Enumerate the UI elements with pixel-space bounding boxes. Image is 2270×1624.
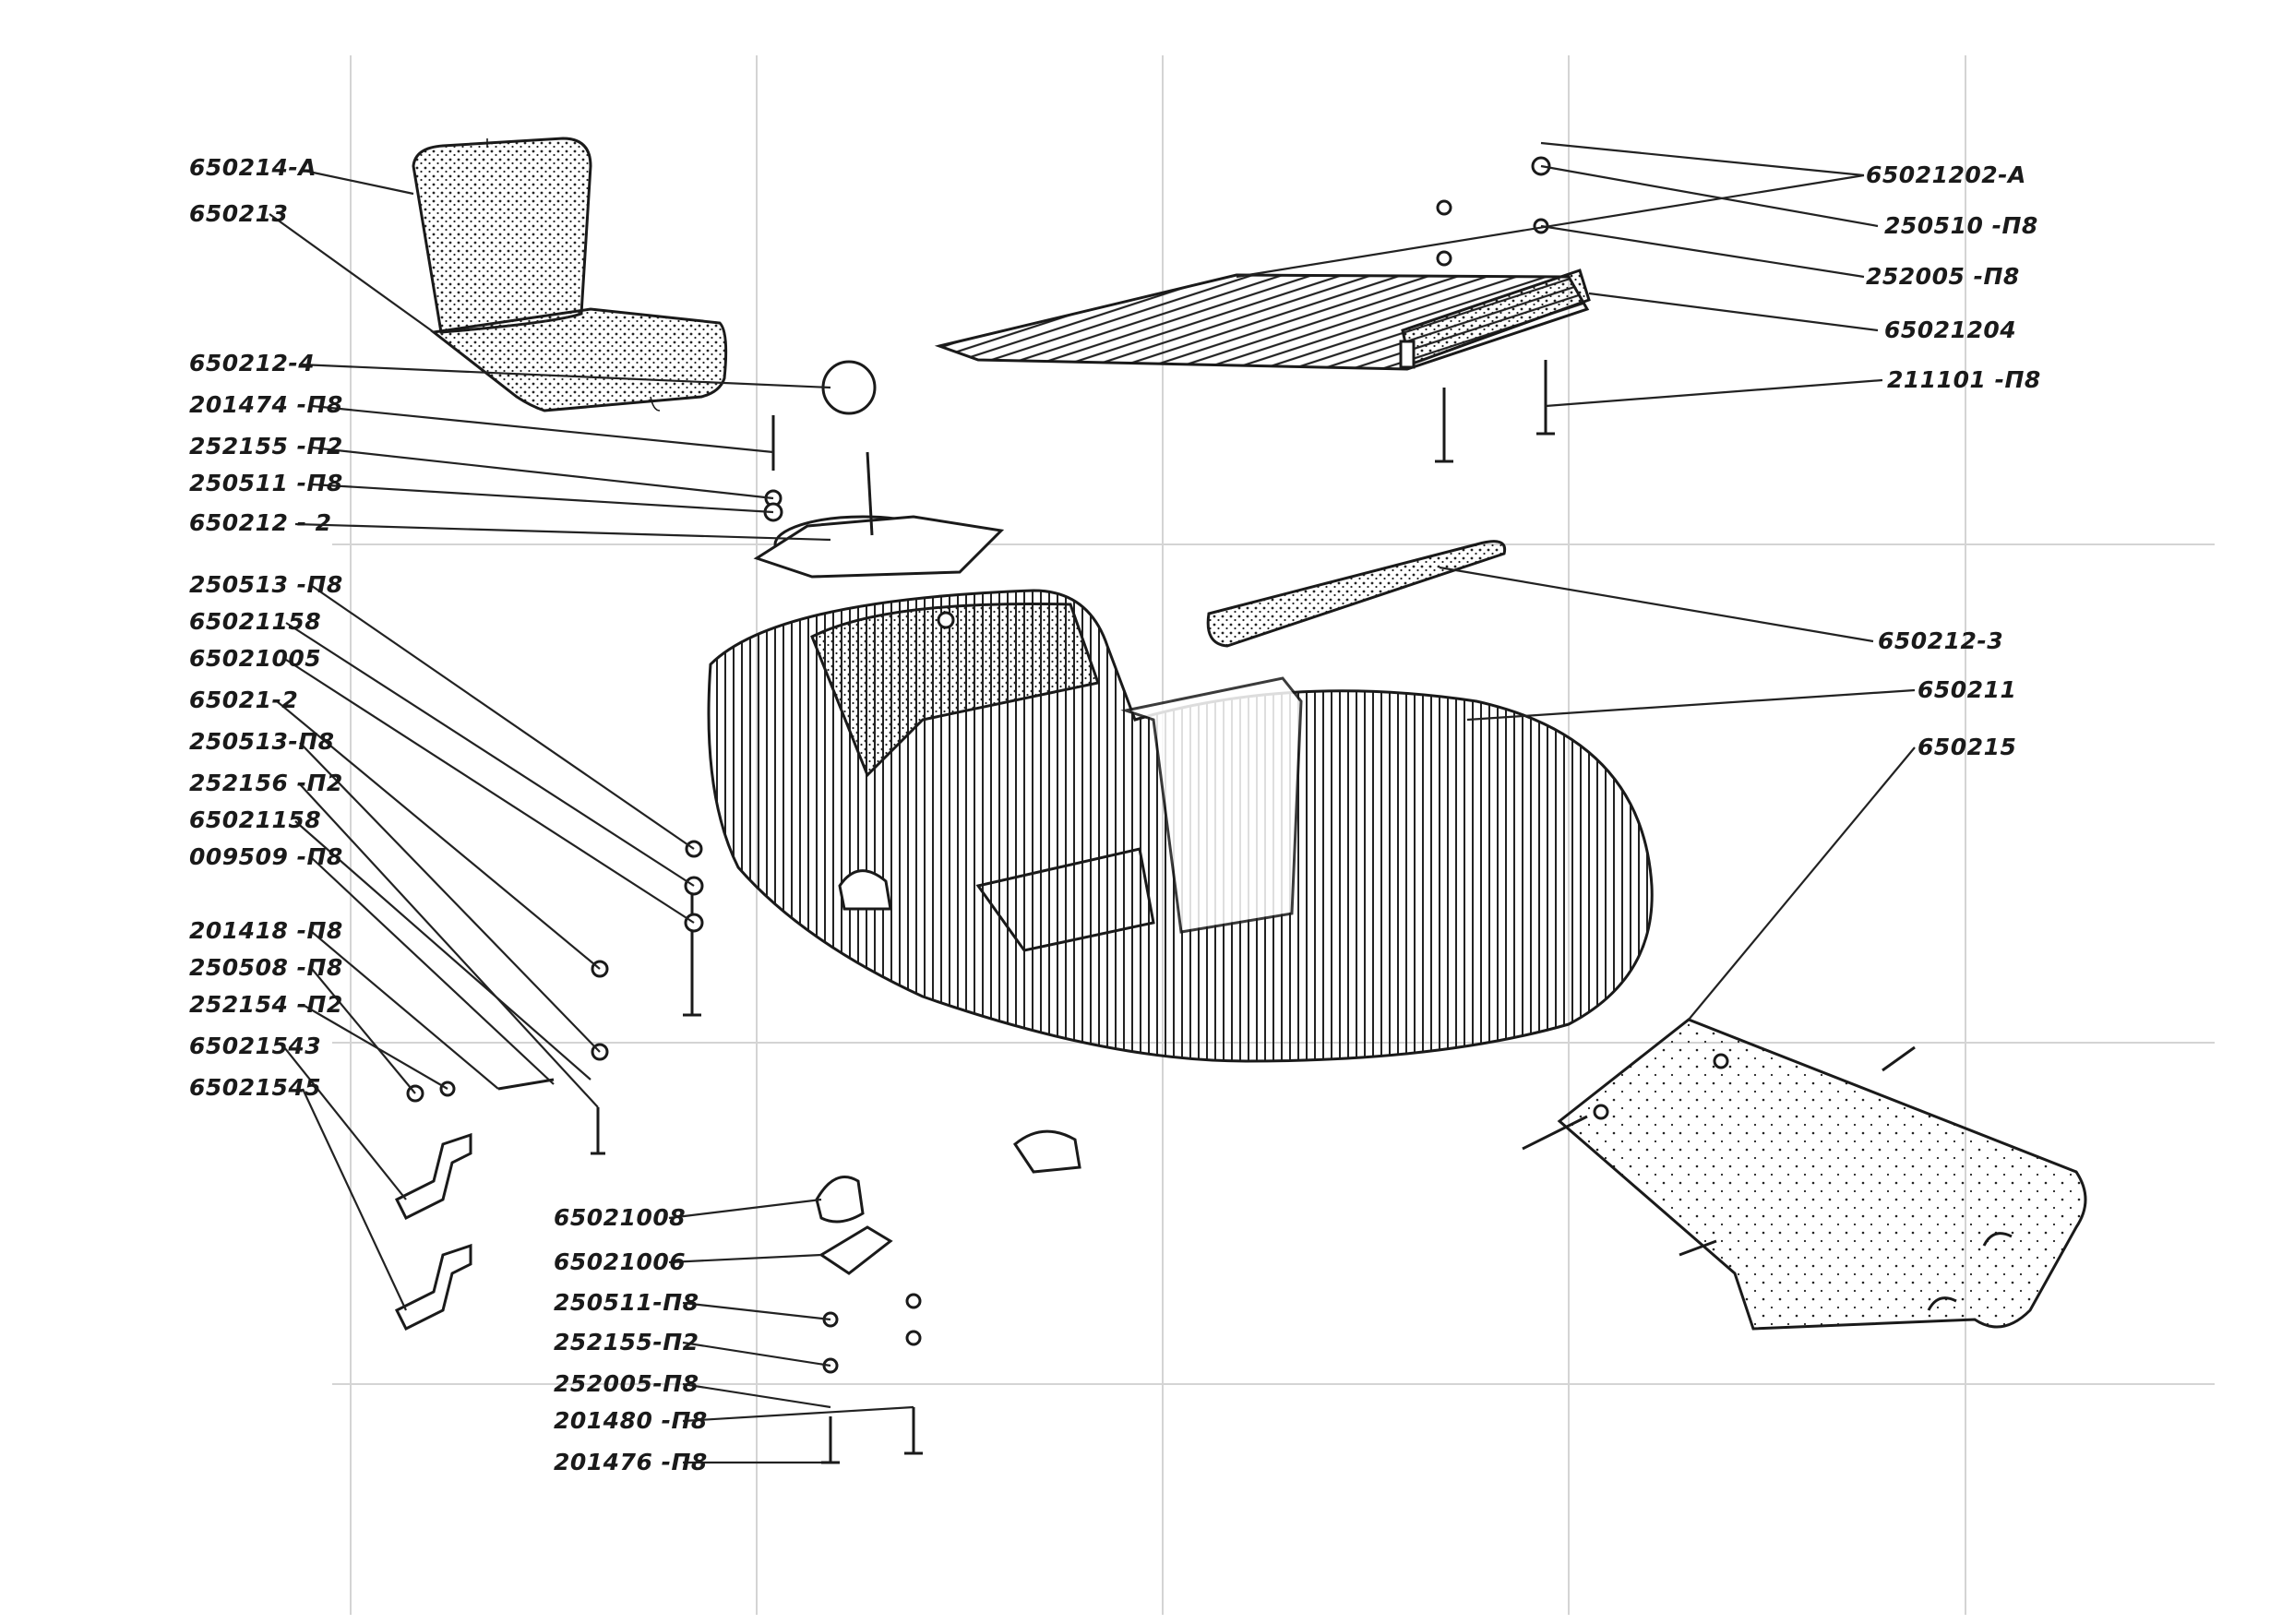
label-65021158-a: 65021158: [189, 608, 321, 635]
label-252005-P8: 252005 -П8: [1866, 263, 2020, 290]
label-201476-P8: 201476 -П8: [554, 1449, 708, 1475]
label-211101-P8: 211101 -П8: [1887, 366, 2041, 393]
label-650212-3: 650212-3: [1878, 627, 2003, 654]
label-250511-P8-b: 250511-П8: [554, 1289, 699, 1316]
leader-lines-right: [1236, 141, 1916, 1021]
leader-lines-bottom: [668, 1198, 914, 1464]
label-650215: 650215: [1918, 734, 2016, 760]
labels-right: 65021202-A 250510 -П8 252005 -П8 6502120…: [1866, 161, 2041, 760]
label-65021005: 65021005: [189, 645, 321, 672]
label-201474-P8: 201474 -П8: [189, 391, 343, 418]
label-250510-P8: 250510 -П8: [1884, 212, 2038, 239]
seat-icon: [412, 137, 728, 412]
label-650212-2: 650212 - 2: [189, 509, 332, 536]
label-65021545: 65021545: [189, 1074, 321, 1101]
sidecar-body-icon: [707, 589, 1654, 1063]
labels-bottom: 65021008 65021006 250511-П8 252155-П2 25…: [554, 1204, 708, 1475]
label-252156-P2: 252156 -П2: [189, 770, 343, 796]
label-65021202-A: 65021202-A: [1866, 161, 2026, 188]
label-65021-2: 65021-2: [189, 687, 298, 713]
labels-left: 650214-A 650213 650212-4 201474 -П8 2521…: [189, 154, 343, 1101]
label-252155-P2-b: 252155-П2: [554, 1329, 699, 1355]
label-65021008: 65021008: [554, 1204, 686, 1231]
label-65021006: 65021006: [554, 1248, 686, 1275]
label-252154-P2: 252154 -П2: [189, 991, 343, 1018]
label-009509-P8: 009509 -П8: [189, 843, 343, 870]
label-250513-P8-a: 250513 -П8: [189, 571, 343, 598]
label-252005-P8-b: 252005-П8: [554, 1370, 699, 1397]
floor-mat-icon: [1522, 1018, 2087, 1331]
label-250508-P8: 250508 -П8: [189, 954, 343, 981]
label-65021158-b: 65021158: [189, 806, 321, 833]
label-650214-A: 650214-A: [189, 154, 317, 181]
label-650212-4: 650212-4: [189, 350, 315, 376]
leader-lines-left: [269, 169, 831, 1311]
mount-plate-icon: [753, 360, 1005, 579]
label-65021543: 65021543: [189, 1033, 321, 1059]
label-201418-P8: 201418 -П8: [189, 917, 343, 944]
label-250511-P8: 250511 -П8: [189, 470, 343, 496]
label-650211: 650211: [1918, 676, 2016, 703]
tonneau-cover-icon: [1206, 540, 1507, 648]
label-65021204: 65021204: [1884, 316, 2016, 343]
floor-board-icon: [934, 156, 1591, 463]
label-201480-P8: 201480 -П8: [554, 1407, 708, 1434]
label-252155-P2: 252155 -П2: [189, 433, 343, 460]
label-650213: 650213: [189, 200, 288, 227]
label-250513-P8-b: 250513-П8: [189, 728, 335, 755]
